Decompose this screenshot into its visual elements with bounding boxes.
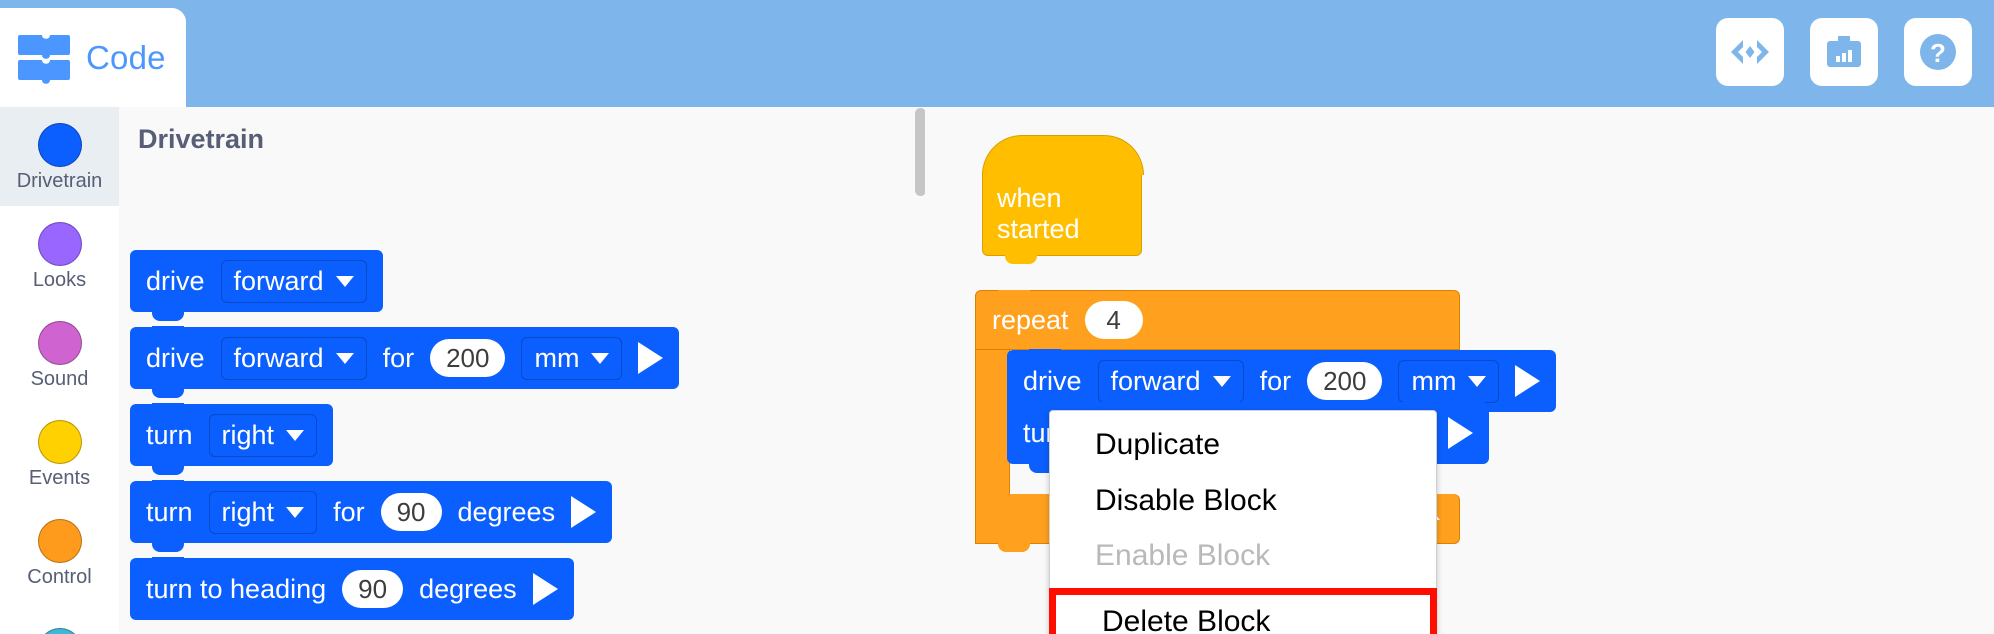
dropdown-value: forward: [233, 265, 324, 296]
repeat-block-arm: [975, 350, 1010, 494]
distance-input[interactable]: 200: [1307, 361, 1383, 401]
tab-code[interactable]: Code: [0, 8, 186, 107]
code-workspace[interactable]: when started repeat 4: [925, 107, 1994, 634]
robot-dashboard-icon: [1824, 32, 1864, 72]
svg-text:?: ?: [1930, 38, 1946, 68]
chevron-down-icon: [286, 506, 305, 518]
category-dot-sensing: [37, 627, 82, 634]
code-blocks-logo-icon: [18, 32, 72, 84]
category-dot-sound: [37, 320, 82, 365]
run-block-icon[interactable]: [532, 573, 558, 605]
sidebar-item-label: Control: [27, 565, 92, 588]
question-mark-icon: ?: [1917, 31, 1959, 73]
direction-dropdown[interactable]: forward: [220, 259, 367, 303]
dropdown-value: mm: [534, 342, 580, 373]
context-menu-item-disable-block[interactable]: Disable Block: [1095, 483, 1277, 517]
when-started-block[interactable]: when started: [982, 135, 1144, 264]
turn-direction-dropdown[interactable]: right: [208, 490, 318, 534]
chevron-down-icon: [591, 352, 610, 364]
unit-dropdown[interactable]: mm: [521, 336, 623, 380]
angle-brackets-icon: [1729, 37, 1771, 67]
sidebar-item-label: Drivetrain: [16, 169, 103, 192]
run-block-icon[interactable]: [1515, 365, 1541, 397]
repeat-block-header[interactable]: repeat 4: [975, 290, 1460, 350]
sidebar-item-label: Events: [28, 466, 91, 489]
header-button-group: ?: [1716, 18, 1972, 86]
chevron-down-icon: [286, 429, 305, 441]
block-label: when started: [997, 183, 1080, 244]
block-label: for: [1259, 365, 1292, 396]
view-code-button[interactable]: [1716, 18, 1784, 86]
palette-title: Drivetrain: [138, 124, 265, 154]
block-palette[interactable]: Drivetrain drive forward drive forward f…: [119, 107, 925, 634]
unit-dropdown[interactable]: mm: [1398, 359, 1500, 403]
category-dot-looks: [37, 221, 82, 266]
sidebar-item-looks[interactable]: Looks: [0, 206, 119, 305]
tab-code-label: Code: [86, 38, 166, 76]
dropdown-value: right: [221, 496, 275, 527]
palette-drive-direction-block[interactable]: drive forward: [130, 250, 383, 321]
category-dot-events: [37, 419, 82, 464]
palette-turn-to-heading-block[interactable]: turn to heading 90 degrees: [130, 557, 574, 620]
block-label: degrees: [419, 573, 517, 604]
block-label: turn: [146, 496, 193, 527]
chevron-down-icon: [335, 275, 354, 287]
palette-drive-for-distance-block[interactable]: drive forward for 200 mm: [130, 326, 680, 398]
block-label: degrees: [457, 496, 556, 527]
block-label: turn: [146, 419, 193, 450]
palette-scrollbar[interactable]: [915, 108, 926, 196]
direction-dropdown[interactable]: forward: [1097, 359, 1244, 403]
block-label: turn to heading: [146, 573, 327, 604]
distance-input[interactable]: 200: [430, 338, 506, 378]
block-label: drive: [146, 265, 205, 296]
chevron-down-icon: [1468, 375, 1487, 387]
heading-input[interactable]: 90: [342, 569, 404, 609]
hat-dome: [982, 135, 1144, 175]
sidebar-item-drivetrain[interactable]: Drivetrain: [0, 107, 119, 206]
dropdown-value: forward: [233, 342, 324, 373]
block-label: for: [382, 342, 415, 373]
category-rail: Drivetrain Looks Sound Events Control: [0, 107, 119, 634]
dropdown-value: right: [221, 419, 275, 450]
sidebar-item-label: Sound: [30, 367, 89, 390]
chevron-down-icon: [335, 352, 354, 364]
help-button[interactable]: ?: [1904, 18, 1972, 86]
degrees-input[interactable]: 90: [380, 492, 442, 532]
sidebar-item-control[interactable]: Control: [0, 503, 119, 602]
sidebar-item-sensing[interactable]: [0, 602, 119, 634]
block-label: for: [333, 496, 365, 527]
direction-dropdown[interactable]: forward: [220, 336, 367, 380]
sidebar-item-label: Looks: [32, 268, 87, 291]
chevron-down-icon: [1212, 375, 1231, 387]
run-block-icon[interactable]: [571, 496, 597, 528]
run-block-icon[interactable]: [1448, 417, 1474, 449]
sidebar-item-sound[interactable]: Sound: [0, 305, 119, 404]
context-menu-item-enable-block: Enable Block: [1095, 539, 1271, 572]
sidebar-item-events[interactable]: Events: [0, 404, 119, 503]
workspace-drive-for-distance-block[interactable]: drive forward for 200 mm: [1007, 349, 1557, 421]
block-context-menu[interactable]: Duplicate Disable Block Enable Block Del…: [1049, 410, 1437, 634]
palette-turn-direction-block[interactable]: turn right: [130, 403, 334, 475]
run-block-icon[interactable]: [638, 342, 664, 374]
dropdown-value: forward: [1110, 365, 1201, 396]
context-menu-item-duplicate[interactable]: Duplicate: [1095, 428, 1221, 461]
dashboard-button[interactable]: [1810, 18, 1878, 86]
context-menu-item-delete-block[interactable]: Delete Block: [1049, 587, 1437, 634]
block-label: drive: [146, 342, 205, 373]
turn-direction-dropdown[interactable]: right: [208, 413, 318, 457]
block-label: drive: [1023, 365, 1082, 396]
category-dot-drivetrain: [37, 122, 82, 167]
palette-turn-for-degrees-block[interactable]: turn right for 90 degrees: [130, 480, 613, 552]
app-header: Code: [0, 0, 1994, 107]
repeat-count-input[interactable]: 4: [1084, 300, 1143, 340]
block-label: repeat: [992, 304, 1069, 335]
dropdown-value: mm: [1411, 365, 1457, 396]
category-dot-control: [37, 518, 82, 563]
